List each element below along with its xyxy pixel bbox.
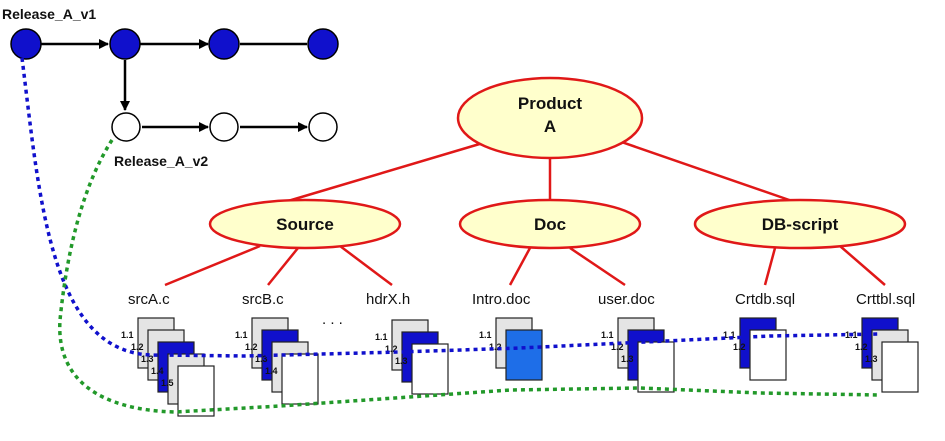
doc-version-label: 1.3: [621, 354, 634, 364]
release-v2-node[interactable]: [209, 112, 239, 142]
file-label: Crttbl.sql: [856, 291, 915, 308]
file-label: srcB.c: [242, 291, 284, 308]
tree-edge: [569, 246, 626, 287]
tree-root-node[interactable]: Product A: [456, 76, 644, 160]
release-v2-label: Release_A_v2: [114, 153, 208, 169]
doc-version-label: 1.1: [601, 330, 614, 340]
tree-node-ellipse: [693, 198, 907, 250]
doc-version-card[interactable]: [177, 365, 215, 417]
tree-root-label-line2: A: [544, 117, 556, 136]
release-v1-node[interactable]: [307, 28, 339, 60]
doc-stack-srcA: 1.1 1.2 1.3 1.4 1.5: [121, 317, 215, 417]
tree-node-label: DB-script: [762, 215, 839, 234]
doc-version-label: 1.2: [733, 342, 746, 352]
doc-stack-intro: 1.11.2: [479, 317, 543, 381]
tree-edge: [763, 247, 777, 286]
doc-version-label: 1.3: [865, 354, 878, 364]
tree-node-label: Source: [276, 215, 334, 234]
tree-node-ellipse: [208, 198, 402, 250]
tree-node-db-script[interactable]: DB-script: [693, 198, 907, 250]
doc-version-label: 1.4: [151, 366, 164, 376]
file-labels: srcA.c srcB.c hdrX.h Intro.doc user.doc …: [128, 291, 915, 328]
doc-version-label: 1.2: [611, 342, 624, 352]
release-v1-node[interactable]: [109, 28, 141, 60]
file-label: hdrX.h: [366, 291, 410, 308]
doc-version-label: 1.5: [161, 378, 174, 388]
release-v1-nodes: [10, 28, 339, 60]
doc-version-label: 1.4: [265, 366, 278, 376]
doc-version-label: 1.1: [723, 330, 736, 340]
doc-version-label: 1.3: [255, 354, 268, 364]
tree-edge: [508, 247, 532, 286]
tree-node-label: Doc: [534, 215, 566, 234]
tree-edges: [164, 136, 886, 287]
release-v1-label: Release_A_v1: [2, 6, 96, 22]
doc-version-label: 1.1: [121, 330, 134, 340]
file-label: srcA.c: [128, 291, 170, 308]
file-label: Intro.doc: [472, 291, 531, 308]
tree-root-ellipse: [456, 76, 644, 160]
doc-version-label: 1.1: [235, 330, 248, 340]
tree-edge: [267, 247, 299, 286]
tree-edge: [287, 138, 494, 203]
tree-node-doc[interactable]: Doc: [458, 198, 642, 250]
tree-root-label-line1: Product: [518, 94, 583, 113]
release-v2-node[interactable]: [111, 112, 141, 142]
doc-stack-srcB: 1.1 1.2 1.3 1.4: [235, 317, 319, 405]
doc-version-card[interactable]: [881, 341, 919, 393]
doc-stack-hdrX: 1.1 1.2 1.3: [375, 319, 449, 395]
release-v1-node[interactable]: [208, 28, 240, 60]
ellipsis-label: . . .: [322, 311, 343, 328]
release-v2-node[interactable]: [308, 112, 338, 142]
release-chain-edges: [41, 39, 308, 132]
doc-version-label: 1.2: [385, 344, 398, 354]
doc-version-label: 1.2: [245, 342, 258, 352]
doc-version-label: 1.3: [395, 356, 408, 366]
doc-stack-crtdb: 1.11.2: [723, 317, 787, 381]
release-v1-node[interactable]: [10, 28, 42, 60]
tree-node-source[interactable]: Source: [208, 198, 402, 250]
doc-version-label: 1.2: [131, 342, 144, 352]
tree-edge: [609, 136, 796, 204]
doc-version-label: 1.1: [479, 330, 492, 340]
tree-node-ellipse: [458, 198, 642, 250]
tree-edge: [339, 245, 393, 286]
release-v2-nodes: [111, 112, 338, 142]
file-label: Crtdb.sql: [735, 291, 795, 308]
doc-stack-user: 1.1 1.2 1.3: [601, 317, 675, 393]
doc-version-label: 1.3: [141, 354, 154, 364]
doc-version-card[interactable]: [505, 329, 543, 381]
document-stacks: 1.11.21.31.41.51.11.21.31.41.11.21.31.11…: [121, 317, 919, 417]
tree-edge: [839, 245, 886, 286]
doc-version-label: 1.2: [489, 342, 502, 352]
doc-version-card[interactable]: [637, 341, 675, 393]
file-label: user.doc: [598, 291, 655, 308]
doc-stack-crttbl: 1.11.21.3: [845, 317, 919, 393]
doc-version-label: 1.2: [855, 342, 868, 352]
tree-edge: [164, 244, 261, 287]
doc-version-card[interactable]: [281, 353, 319, 405]
doc-version-label: 1.1: [375, 332, 388, 342]
